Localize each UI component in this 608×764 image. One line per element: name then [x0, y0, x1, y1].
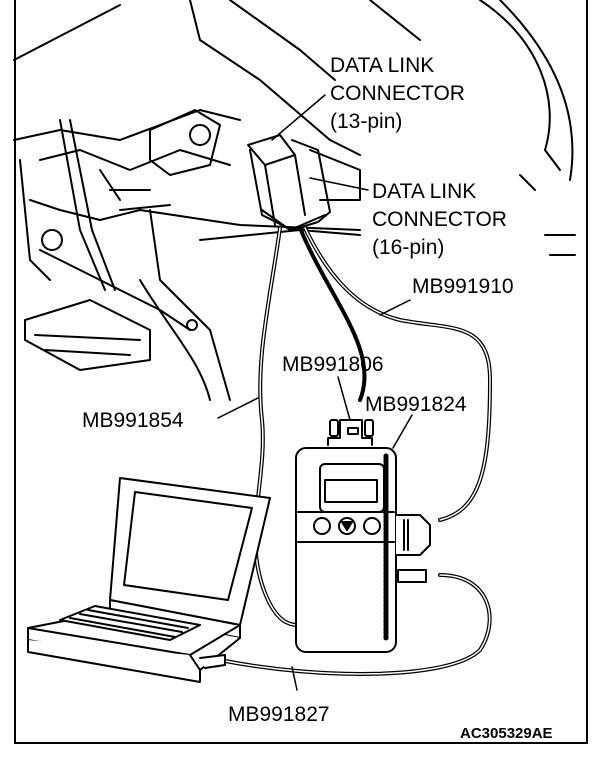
- label-mb991824: MB991824: [365, 393, 467, 416]
- label-mb991827: MB991827: [228, 703, 330, 726]
- label-mb991910: MB991910: [412, 275, 514, 298]
- vehicle-underdash-illustration: [13, 0, 576, 401]
- label-mb991854: MB991854: [82, 409, 184, 432]
- laptop: [27, 477, 271, 683]
- cables-inner: [219, 227, 491, 675]
- cable-mb991806: [298, 226, 367, 402]
- label-mb991806: MB991806: [282, 353, 384, 376]
- leader-lines: [217, 94, 413, 691]
- label-line: (13-pin): [330, 110, 403, 133]
- label-dlc-13pin: DATA LINK CONNECTOR (13-pin): [330, 52, 465, 136]
- label-line: DATA LINK: [372, 180, 477, 203]
- vci-device: [295, 419, 431, 653]
- label-line: DATA LINK: [330, 54, 435, 77]
- label-line: CONNECTOR: [330, 82, 465, 105]
- figure-code: AC305329AE: [460, 725, 553, 742]
- label-line: CONNECTOR: [372, 208, 507, 231]
- dlc-connector-assembly: [247, 134, 331, 231]
- label-dlc-16pin: DATA LINK CONNECTOR (16-pin): [372, 178, 507, 262]
- figure-frame: [14, 0, 588, 744]
- label-line: (16-pin): [372, 236, 445, 259]
